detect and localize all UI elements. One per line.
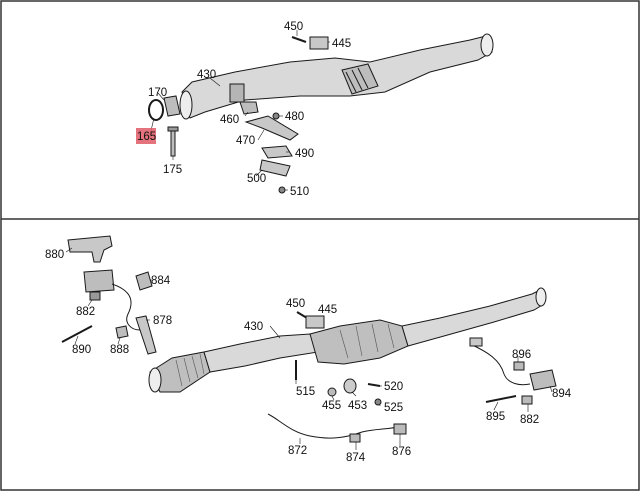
flex-joint-top xyxy=(341,63,379,95)
bottom-panel xyxy=(61,235,557,450)
label-880[interactable]: 880 xyxy=(45,249,64,261)
label-445-bottom[interactable]: 445 xyxy=(318,304,337,316)
label-453[interactable]: 453 xyxy=(348,400,367,412)
label-878[interactable]: 878 xyxy=(153,315,172,327)
clip-888[interactable] xyxy=(115,325,129,339)
label-896[interactable]: 896 xyxy=(512,349,531,361)
label-520[interactable]: 520 xyxy=(384,381,403,393)
highlight-box-165 xyxy=(136,128,156,144)
rear-sensor-wire xyxy=(469,343,531,386)
label-510[interactable]: 510 xyxy=(290,186,309,198)
clip-874[interactable] xyxy=(349,433,361,443)
nut-510[interactable] xyxy=(278,186,286,194)
label-430-bottom[interactable]: 430 xyxy=(244,321,263,333)
clip-882-right[interactable] xyxy=(521,395,533,405)
nut-480[interactable] xyxy=(272,112,280,120)
pipe-bracket-top xyxy=(229,83,245,103)
clip-876[interactable] xyxy=(393,423,407,435)
label-515[interactable]: 515 xyxy=(296,386,315,398)
bottom-leaders xyxy=(65,247,553,450)
pipe-flange-top xyxy=(179,90,193,120)
wire-872 xyxy=(267,413,401,439)
bracket-470[interactable] xyxy=(244,115,299,141)
rear-o2-sensor[interactable] xyxy=(469,337,483,347)
bolt-450-top[interactable] xyxy=(291,36,307,43)
nut-525[interactable] xyxy=(374,398,382,406)
block-445-bottom[interactable] xyxy=(305,315,325,329)
mount-453[interactable] xyxy=(343,378,357,394)
bolt-450-bottom[interactable] xyxy=(296,311,308,319)
label-876[interactable]: 876 xyxy=(392,446,411,458)
label-872[interactable]: 872 xyxy=(288,445,307,457)
label-894[interactable]: 894 xyxy=(552,388,572,400)
o2-sensor-878[interactable] xyxy=(135,315,157,355)
label-470[interactable]: 470 xyxy=(236,135,255,147)
block-445-top[interactable] xyxy=(309,36,329,50)
hanger-460[interactable] xyxy=(239,101,259,115)
label-480[interactable]: 480 xyxy=(285,111,304,123)
label-525[interactable]: 525 xyxy=(384,402,403,414)
bolt-895[interactable] xyxy=(485,395,517,403)
washer-455[interactable] xyxy=(327,387,337,397)
bolt-890[interactable] xyxy=(61,325,93,343)
top-leaders xyxy=(149,30,330,191)
clamp-170[interactable] xyxy=(163,95,181,117)
label-165[interactable]: 165 xyxy=(137,131,156,143)
label-888[interactable]: 888 xyxy=(110,344,129,356)
label-882-left[interactable]: 882 xyxy=(76,306,95,318)
pipe-430-bottom[interactable] xyxy=(203,333,319,373)
label-882-right[interactable]: 882 xyxy=(520,414,539,426)
label-874[interactable]: 874 xyxy=(346,452,366,464)
clip-882-left[interactable] xyxy=(89,291,101,301)
gasket-ring-165[interactable] xyxy=(148,99,164,121)
label-895[interactable]: 895 xyxy=(486,411,505,423)
label-500[interactable]: 500 xyxy=(247,173,266,185)
label-455[interactable]: 455 xyxy=(322,400,341,412)
clamp-500[interactable] xyxy=(259,159,291,177)
strap-490[interactable] xyxy=(261,145,293,159)
pipe-end-top xyxy=(480,33,494,57)
label-445-top[interactable]: 445 xyxy=(332,38,351,50)
label-450-top[interactable]: 450 xyxy=(284,21,303,33)
clip-896[interactable] xyxy=(513,361,525,371)
connector-894[interactable] xyxy=(529,369,557,391)
connector-884[interactable] xyxy=(135,271,153,291)
label-490[interactable]: 490 xyxy=(295,148,314,160)
label-890[interactable]: 890 xyxy=(72,344,91,356)
label-175[interactable]: 175 xyxy=(163,164,182,176)
label-430-top[interactable]: 430 xyxy=(197,69,216,81)
bracket-880[interactable] xyxy=(67,235,113,263)
bolt-520[interactable] xyxy=(367,383,381,387)
label-884[interactable]: 884 xyxy=(151,275,171,287)
sensor-housing-left[interactable] xyxy=(83,269,115,293)
top-panel xyxy=(148,30,494,194)
front-flange-bottom xyxy=(148,367,162,393)
tail-end-bottom xyxy=(535,287,547,307)
label-460[interactable]: 460 xyxy=(220,114,239,126)
bolt-175[interactable] xyxy=(170,129,176,157)
label-170[interactable]: 170 xyxy=(148,87,167,99)
label-450-bottom[interactable]: 450 xyxy=(286,298,305,310)
